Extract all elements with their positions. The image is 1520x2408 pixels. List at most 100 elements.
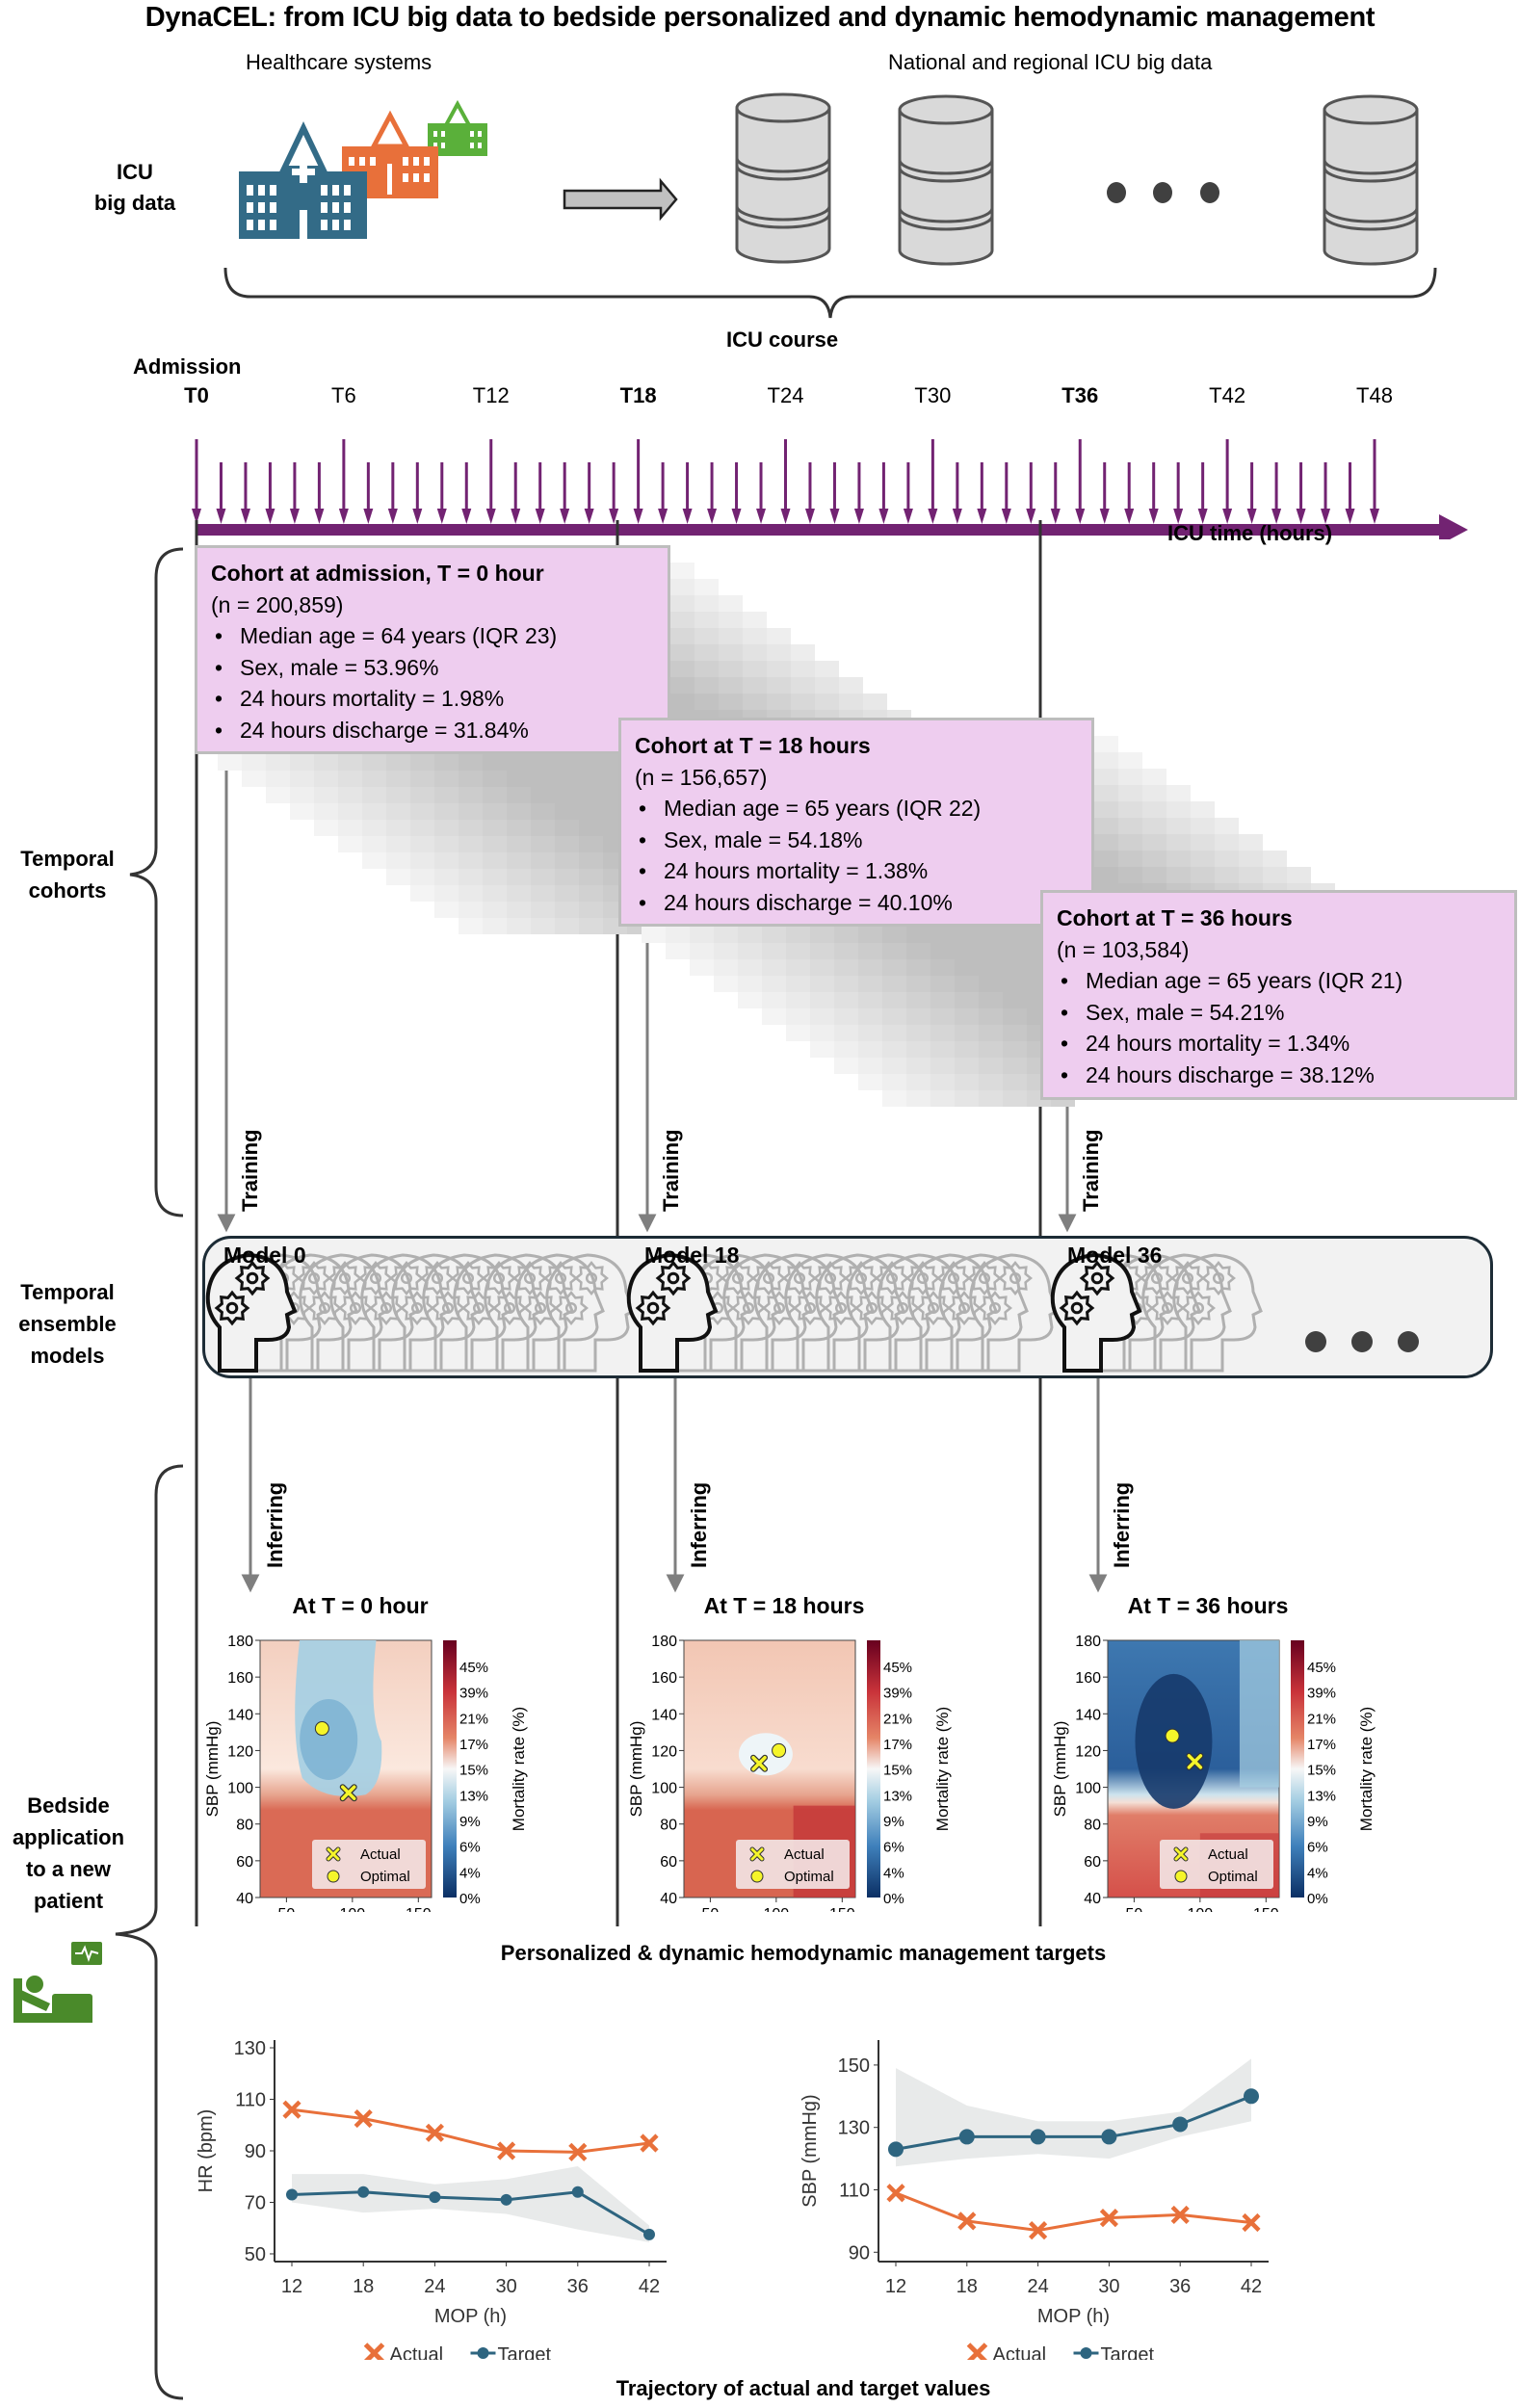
shade-cell	[810, 1041, 834, 1058]
shade-cell	[459, 852, 483, 869]
shade-cell	[1215, 851, 1239, 867]
x-tick-label: 50	[1125, 1906, 1142, 1912]
timeline-tick	[1026, 462, 1036, 524]
heatmap-panel: At T = 0 hour180160140120100806040501001…	[203, 1593, 528, 1912]
shade-cell	[719, 661, 743, 677]
shade-cell	[1118, 752, 1142, 769]
shade-cell	[410, 820, 434, 836]
shade-cell	[555, 918, 579, 934]
timeline-tick-label: T0	[184, 383, 209, 407]
shade-cell	[531, 918, 555, 934]
timeline-tick	[1246, 462, 1257, 524]
shade-cell	[410, 869, 434, 885]
shade-cell	[882, 1041, 906, 1058]
model-36-label: Model 36	[1067, 1243, 1163, 1268]
shade-cell	[1094, 785, 1118, 801]
top-illustration	[223, 92, 1437, 319]
cohort-stat: Sex, male = 54.21%	[1057, 997, 1501, 1029]
timeline-tick	[1050, 462, 1061, 524]
cohort-box-t36: Cohort at T = 36 hours (n = 103,584) Med…	[1040, 890, 1517, 1100]
shade-cell	[1166, 801, 1191, 818]
shade-cell	[882, 1058, 906, 1074]
shade-cell	[555, 869, 579, 885]
shade-cell	[786, 1025, 810, 1041]
x-tick-label: 100	[763, 1906, 789, 1912]
colorbar-tick-label: 6%	[883, 1840, 904, 1856]
y-tick-label: 40	[236, 1891, 253, 1907]
shade-cell	[338, 803, 362, 820]
shade-cell	[719, 694, 743, 710]
shade-cell	[767, 661, 791, 677]
x-tick-label: 36	[567, 2276, 589, 2297]
shade-cell	[979, 1025, 1003, 1041]
colorbar-tick-label: 39%	[459, 1686, 488, 1702]
shade-cell	[507, 754, 531, 771]
shade-cell	[979, 943, 1003, 959]
timeline-tick	[707, 462, 718, 524]
shade-cell	[483, 836, 507, 852]
shade-cell	[786, 959, 810, 976]
shade-cell	[338, 754, 362, 771]
database-icon	[735, 92, 831, 264]
shade-cell	[834, 1025, 858, 1041]
shade-cell	[386, 820, 410, 836]
shade-cell	[507, 885, 531, 902]
shade-cell	[410, 852, 434, 869]
shade-cell	[979, 1041, 1003, 1058]
bedside-brace	[115, 1464, 184, 2400]
shade-cell	[362, 787, 386, 803]
timeline-tick	[804, 462, 815, 524]
timeline-tick	[363, 462, 374, 524]
shade-cell	[507, 836, 531, 852]
colorbar-tick-label: 9%	[1307, 1814, 1328, 1830]
y-tick-label: 120	[651, 1743, 677, 1760]
page-title: DynaCEL: from ICU big data to bedside pe…	[144, 2, 1376, 33]
target-point	[1030, 2129, 1046, 2145]
shade-cell	[314, 803, 338, 820]
shade-cell	[555, 771, 579, 787]
shade-cell	[507, 852, 531, 869]
timeline-tick	[240, 462, 250, 524]
timeline-tick	[1173, 462, 1184, 524]
shade-cell	[459, 869, 483, 885]
shade-cell	[1215, 834, 1239, 851]
cohort-stat: Sex, male = 53.96%	[211, 652, 654, 684]
timeline-tick	[756, 462, 767, 524]
timeline-tick	[1001, 462, 1011, 524]
shade-cell	[1094, 867, 1118, 883]
timeline-axis	[197, 524, 1439, 536]
shade-cell	[979, 927, 1003, 943]
timeline-tick	[412, 462, 423, 524]
colorbar-tick-label: 9%	[883, 1814, 904, 1830]
shade-cell	[906, 976, 930, 992]
timeline-tick	[560, 462, 570, 524]
shade-cell	[1239, 851, 1263, 867]
shade-cell	[579, 885, 603, 902]
y-tick-label: 80	[660, 1818, 677, 1834]
timeline-tick-label: T18	[619, 383, 657, 407]
shade-cell	[531, 869, 555, 885]
target-point	[571, 2186, 584, 2198]
shade-cell	[834, 1008, 858, 1025]
x-axis-label: MOP (h)	[434, 2306, 507, 2327]
shade-cell	[338, 820, 362, 836]
shade-cell	[362, 852, 386, 869]
shade-cell	[579, 803, 603, 820]
y-tick-label: 110	[235, 2090, 266, 2111]
shade-cell	[434, 902, 459, 918]
shade-cell	[743, 628, 767, 644]
shade-cell	[762, 992, 786, 1008]
icu-big-data-label: ICU big data	[77, 157, 193, 219]
x-tick-label: 24	[1027, 2276, 1048, 2297]
y-tick-label: 80	[236, 1818, 253, 1834]
cohort-n: (n = 200,859)	[211, 591, 344, 617]
shade-cell	[314, 820, 338, 836]
timeline-tick	[1370, 439, 1379, 524]
series-line-target	[291, 2190, 650, 2237]
shade-cell	[1215, 818, 1239, 834]
training-arrows	[217, 753, 1077, 1233]
shade-cell	[362, 803, 386, 820]
shade-cell	[314, 787, 338, 803]
actual-point	[497, 2141, 516, 2160]
x-tick-label: 42	[1241, 2276, 1262, 2297]
